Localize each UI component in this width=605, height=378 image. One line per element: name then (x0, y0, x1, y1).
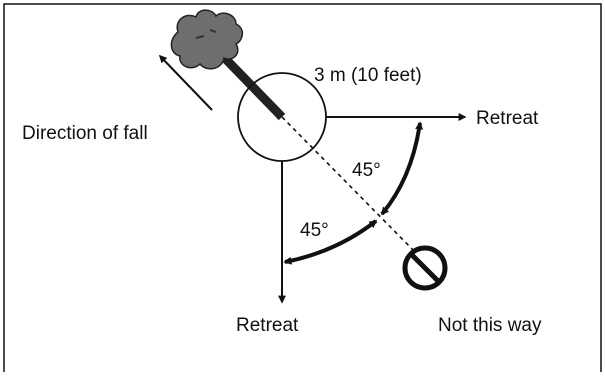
not-this-way-label: Not this way (438, 315, 542, 336)
direction-of-fall-arrow (158, 54, 213, 111)
dashed-rear-line (281, 116, 419, 256)
retreat-down-label: Retreat (236, 315, 299, 336)
angle-upper-label: 45° (352, 160, 381, 181)
angle-lower-label: 45° (300, 220, 329, 241)
radius-label: 3 m (10 feet) (314, 65, 422, 86)
frame-border (3, 3, 602, 372)
angle-arc-lower (283, 219, 378, 265)
angle-arc-upper (380, 121, 424, 216)
direction-of-fall-label: Direction of fall (22, 123, 148, 144)
no-entry-icon (402, 245, 448, 291)
falling-tree-icon (170, 9, 244, 70)
retreat-right-label: Retreat (476, 108, 539, 129)
